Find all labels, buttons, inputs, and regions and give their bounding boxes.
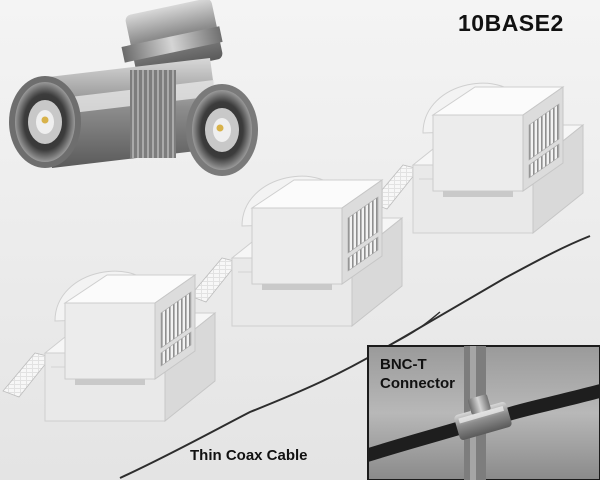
bnc-t-connector-label: BNC-T Connector (380, 355, 490, 393)
bnc-t-label-line2: Connector (380, 375, 455, 392)
bnc-t-connector-illustration (9, 0, 258, 176)
diagram-title: 10BASE2 (458, 10, 564, 36)
bnc-t-label-line1: BNC-T (380, 356, 427, 373)
bnc-t-connector-photo (367, 345, 600, 480)
thin-coax-cable-label: Thin Coax Cable (190, 447, 308, 464)
